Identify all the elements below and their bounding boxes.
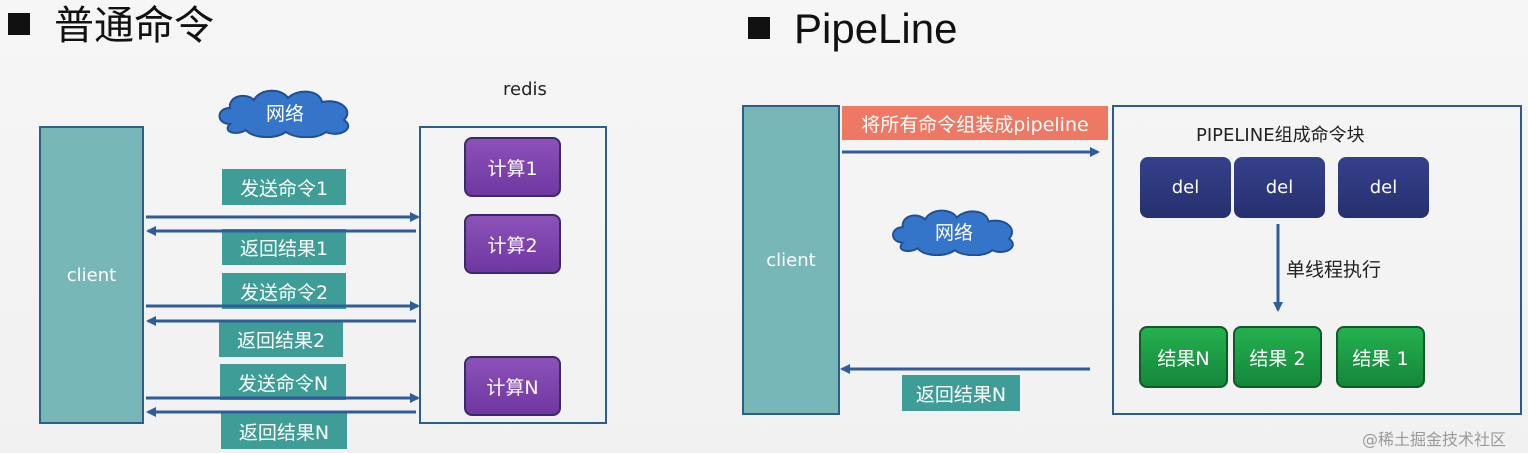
pipeline-block-title: PIPELINE组成命令块	[1196, 125, 1365, 146]
result-box-n: 结果N	[1139, 326, 1228, 388]
return-result-n-label-right: 返回结果N	[902, 375, 1020, 411]
del-command-3: del	[1338, 157, 1429, 218]
network-cloud-right: 网络	[886, 206, 1022, 257]
result-box-1: 结果 1	[1336, 326, 1425, 388]
watermark: @稀土掘金技术社区	[1362, 430, 1507, 449]
square-bullet-icon	[8, 13, 30, 35]
network-cloud-left: 网络	[212, 86, 358, 139]
calc-box-n: 计算N	[464, 356, 561, 416]
calc-box-2: 计算2	[464, 214, 561, 274]
right-title: PipeLine	[748, 8, 957, 50]
left-title: 普通命令	[8, 6, 214, 46]
return-result-2-label: 返回结果2	[219, 321, 343, 357]
redis-box	[419, 126, 607, 424]
redis-label: redis	[503, 79, 547, 100]
del-command-2: del	[1234, 157, 1325, 218]
cloud-icon	[218, 89, 350, 139]
network-label-right: 网络	[934, 221, 973, 244]
del-command-1: del	[1140, 157, 1231, 218]
left-title-text: 普通命令	[54, 3, 214, 49]
result-box-2: 结果 2	[1233, 326, 1322, 388]
calc-box-1: 计算1	[464, 137, 561, 197]
return-result-1-label: 返回结果1	[222, 229, 346, 265]
pipeline-block	[1112, 105, 1522, 415]
client-box-left: client	[39, 126, 144, 424]
cloud-icon	[892, 209, 1014, 257]
square-bullet-icon	[748, 16, 770, 39]
client-label-right: client	[766, 249, 816, 271]
client-box-right: client	[742, 105, 840, 415]
single-thread-exec-label: 单线程执行	[1286, 259, 1382, 281]
send-command-1-label: 发送命令1	[222, 169, 346, 205]
pipeline-banner: 将所有命令组装成pipeline	[842, 106, 1108, 140]
right-title-text: PipeLine	[794, 5, 958, 52]
network-label-left: 网络	[265, 102, 304, 125]
send-command-2-label: 发送命令2	[222, 273, 346, 309]
return-result-n-label: 返回结果N	[221, 413, 347, 449]
send-command-n-label: 发送命令N	[220, 364, 346, 400]
client-label-left: client	[66, 264, 117, 286]
